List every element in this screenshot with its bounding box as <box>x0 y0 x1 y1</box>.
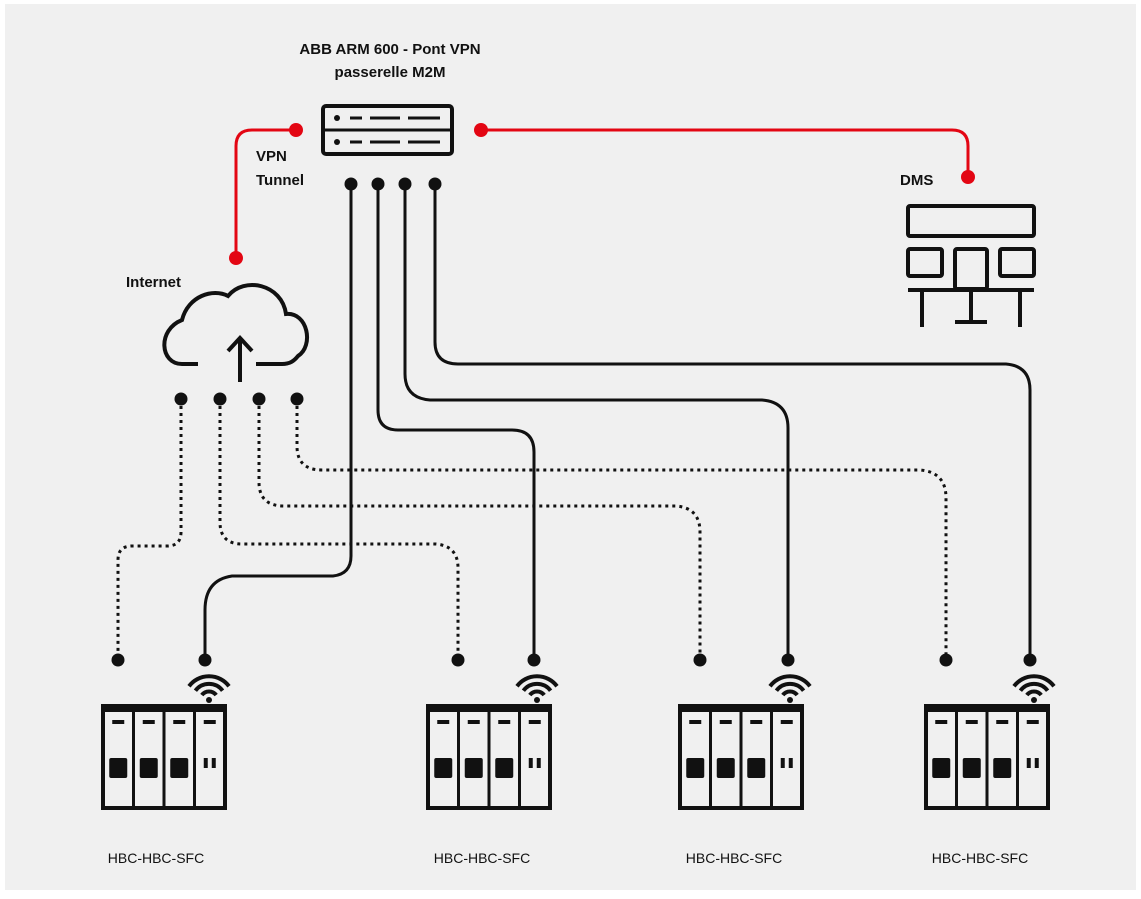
device-label: HBC-HBC-SFC <box>686 850 782 866</box>
cabinet-icon <box>924 704 1050 810</box>
device-label: HBC-HBC-SFC <box>932 850 1028 866</box>
cloud-icon <box>162 283 309 382</box>
vpn-label-line2: Tunnel <box>256 172 304 189</box>
device-label: HBC-HBC-SFC <box>434 850 530 866</box>
device-label: HBC-HBC-SFC <box>108 850 204 866</box>
wireless-link-2 <box>213 392 465 667</box>
cabinet-icon <box>426 704 552 810</box>
switchgear-device: HBC-HBC-SFC <box>678 674 812 866</box>
wireless-link-3 <box>252 392 707 667</box>
cabinet-icon <box>101 704 227 810</box>
wifi-icon <box>1012 674 1056 703</box>
router-title-line1: ABB ARM 600 - Pont VPN <box>299 41 480 58</box>
switchgear-device: HBC-HBC-SFC <box>924 674 1056 866</box>
internet-label: Internet <box>126 274 181 291</box>
wired-link-1 <box>198 177 358 667</box>
dms-label: DMS <box>900 172 933 189</box>
wifi-icon <box>187 674 231 703</box>
wifi-icon <box>515 674 559 703</box>
wireless-link-4 <box>290 392 953 667</box>
wired-link-3 <box>398 177 795 667</box>
switchgear-device: HBC-HBC-SFC <box>426 674 559 866</box>
switchgear-device: HBC-HBC-SFC <box>101 674 231 866</box>
cabinet-icon <box>678 704 804 810</box>
dms-link <box>474 123 975 184</box>
vpn-label-line1: VPN <box>256 148 287 165</box>
wireless-link-1 <box>111 392 188 667</box>
wired-link-4 <box>428 177 1037 667</box>
wired-link-2 <box>371 177 541 667</box>
vpn-tunnel-link <box>229 123 303 265</box>
dms-workstation-icon <box>906 204 1036 327</box>
router-icon <box>321 104 454 156</box>
devices-layer: HBC-HBC-SFC HBC-HBC-SFC HBC-HBC-SFC HBC-HBC… <box>101 674 1056 866</box>
wifi-icon <box>768 674 812 703</box>
router-title-line2: passerelle M2M <box>335 64 446 81</box>
